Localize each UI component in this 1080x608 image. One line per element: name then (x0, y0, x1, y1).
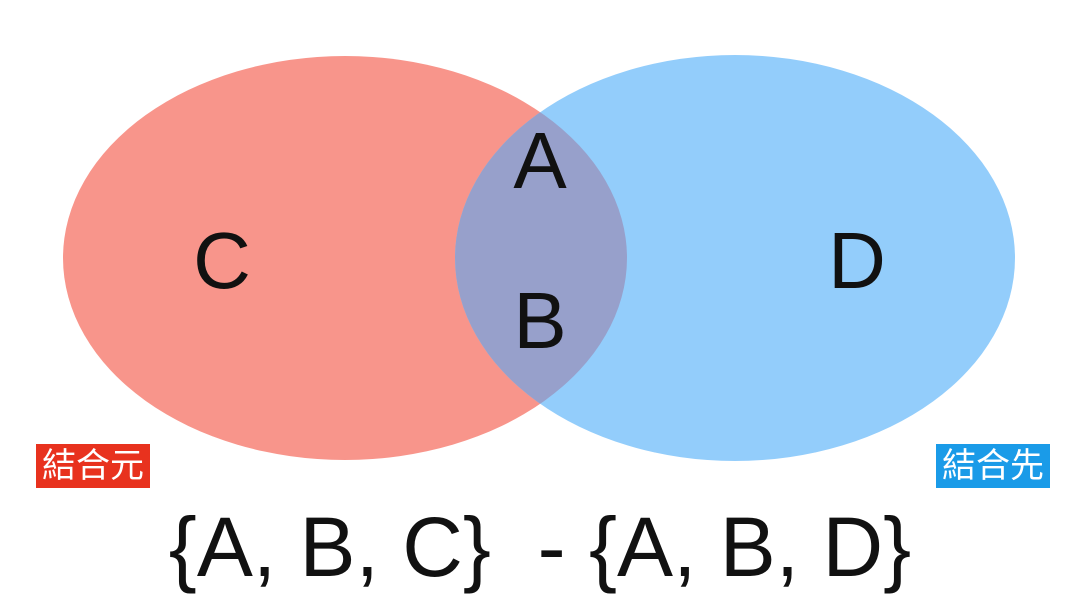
source-only-label: C (193, 216, 251, 305)
formula-left-set: {A, B, C} (168, 500, 491, 594)
formula-operator-spacing-left (491, 500, 538, 594)
formula-operator: - (537, 500, 566, 594)
target-only-label: D (828, 216, 886, 305)
intersection-label-b: B (513, 276, 566, 365)
intersection-label-a: A (513, 116, 567, 205)
target-set-ellipse (455, 55, 1015, 461)
set-difference-formula: {A, B, C} - {A, B, D} (0, 492, 1080, 602)
formula-operator-spacing-right (566, 500, 589, 594)
target-set-tag: 結合先 (936, 444, 1050, 488)
source-set-tag: 結合元 (36, 444, 150, 488)
formula-right-set: {A, B, D} (589, 500, 912, 594)
source-set-ellipse (63, 56, 627, 460)
